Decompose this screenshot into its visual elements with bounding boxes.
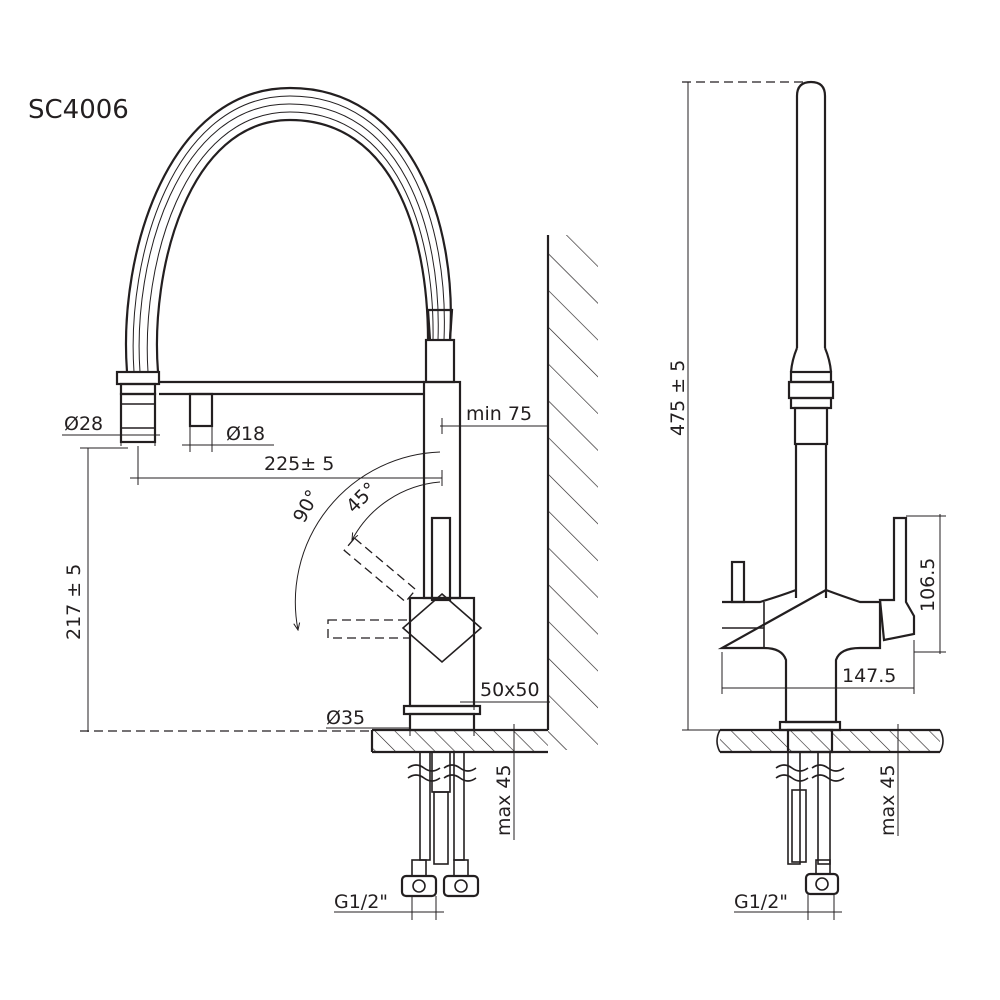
supply-hoses-left	[400, 751, 480, 898]
dim-thread-left: G1/2"	[334, 891, 388, 913]
dim-height-spout: 217 ± 5	[63, 564, 85, 640]
front-view: 475 ± 5 106.5 147.5 max 45 G1/2"	[667, 80, 946, 920]
spring-hose	[124, 86, 452, 373]
dim-thread-right: G1/2"	[734, 891, 788, 913]
countertop-left	[372, 730, 548, 752]
side-view: Ø28 Ø18 225± 5 min 75 217 ± 5 90° 45° 50…	[62, 86, 598, 920]
dim-lever-height: 106.5	[917, 558, 939, 612]
dim-spout-diameter: Ø28	[64, 413, 103, 435]
dim-body-section: 50x50	[480, 679, 540, 701]
model-title: SC4006	[28, 95, 129, 125]
dim-base-diameter: Ø35	[326, 707, 365, 729]
dim-body-width: 147.5	[842, 665, 896, 687]
dim-swivel-45: 45°	[342, 478, 381, 517]
dim-button-diameter: Ø18	[226, 423, 265, 445]
countertop-right	[720, 730, 940, 752]
dim-deck-max-left: max 45	[493, 764, 515, 836]
wall-hatch	[548, 235, 598, 750]
spray-button	[188, 392, 214, 428]
column	[422, 380, 462, 600]
dim-deck-max-right: max 45	[877, 764, 899, 836]
front-spout	[795, 80, 827, 348]
lever-handle	[430, 516, 452, 602]
supply-hoses-right	[775, 751, 845, 896]
dim-spout-reach: 225± 5	[264, 453, 334, 475]
dim-wall-min: min 75	[466, 403, 532, 425]
spray-head	[115, 370, 161, 386]
dim-total-height: 475 ± 5	[667, 360, 689, 436]
front-body	[717, 588, 882, 724]
